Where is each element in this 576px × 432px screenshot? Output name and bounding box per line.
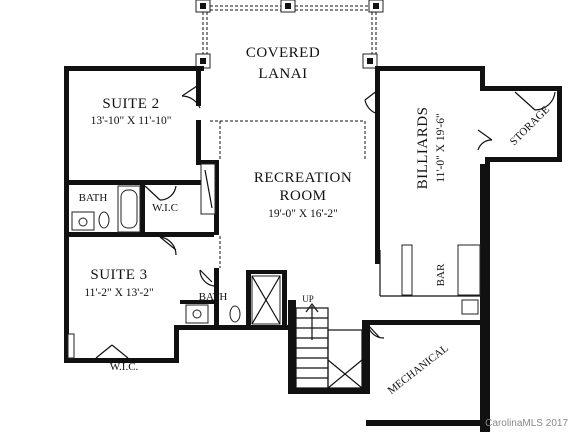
bar-name: BAR: [435, 263, 447, 286]
mechanical-name: MECHANICAL: [386, 342, 451, 397]
lanai-structure: [195, 0, 384, 69]
suite3-name: SUITE 3: [90, 267, 147, 283]
suite3-dims: 11'-2" X 13'-2": [84, 287, 153, 299]
bath1-name: BATH: [79, 192, 108, 204]
covered-lanai-label: COVERED: [246, 45, 320, 61]
fixtures: [67, 163, 481, 359]
recreation-label: RECREATION: [254, 170, 352, 186]
billiards-name: BILLIARDS: [415, 107, 431, 190]
suite2-dims: 13'-10" X 11'-10": [91, 115, 172, 127]
exterior-walls: [64, 66, 562, 432]
interior-walls: [64, 66, 480, 330]
recreation-label: ROOM: [279, 188, 326, 204]
watermark: CarolinaMLS 2017: [485, 418, 568, 429]
wic1-name: W.I.C: [152, 202, 178, 214]
covered-lanai-label: LANAI: [258, 66, 307, 82]
billiards-dims: 11'-0" X 19'-6": [435, 113, 447, 182]
stairs-up-label: UP: [302, 294, 314, 304]
recreation-dims: 19'-0" X 16'-2": [268, 208, 338, 220]
wic2-name: W.I.C.: [110, 361, 139, 373]
storage-name: STORAGE: [508, 104, 552, 148]
doors: [95, 83, 556, 359]
bath2-name: BATH: [199, 291, 228, 303]
stairs: [295, 303, 363, 389]
suite2-name: SUITE 2: [102, 96, 159, 112]
